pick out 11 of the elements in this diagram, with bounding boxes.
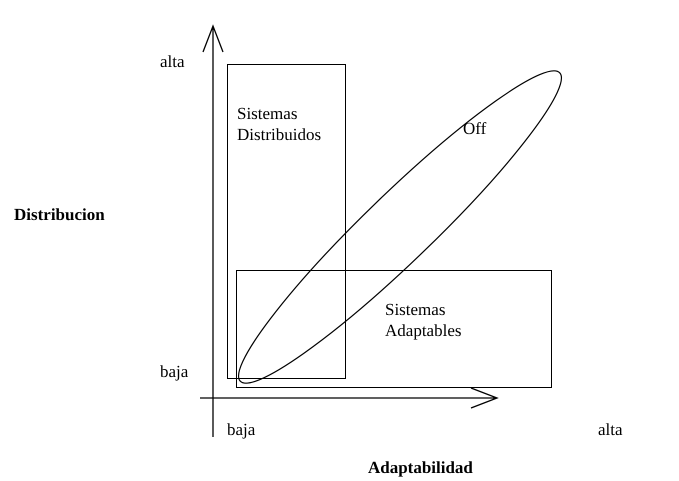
tick-label: alta [160,52,185,72]
tick-label: baja [227,420,256,440]
region-box [227,64,346,379]
region-label: Off [463,118,486,139]
tick-label: alta [598,420,623,440]
region-label: Sistemas Distribuidos [237,103,322,145]
axis-title: Adaptabilidad [368,458,473,478]
region-box [236,270,552,388]
region-label: Sistemas Adaptables [385,299,462,341]
tick-label: baja [160,362,188,382]
axis-title: Distribucion [14,205,105,225]
